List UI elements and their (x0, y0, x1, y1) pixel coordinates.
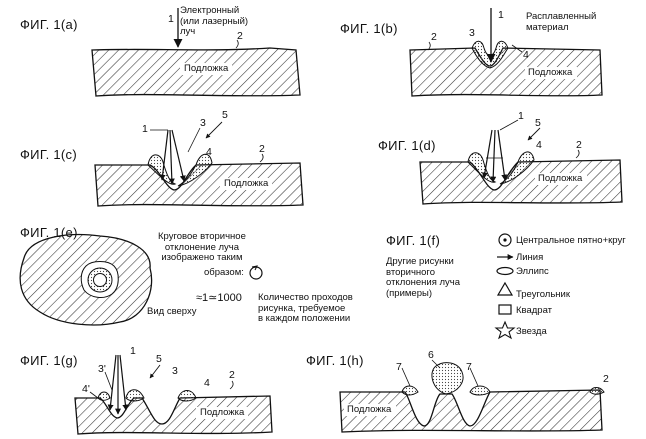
fig-e-deflection-note: Круговое вторичное отклонение луча изобр… (158, 232, 246, 264)
fig-h-molten-right (470, 386, 490, 395)
fig-g-ref-4p: 4' (82, 384, 90, 395)
legend-line: Линия (516, 252, 543, 263)
fig-b-ref-molten: 3 (469, 28, 475, 39)
legend-square: Квадрат (516, 305, 552, 316)
square-icon (499, 305, 511, 314)
legend-ellipse: Эллипс (516, 266, 549, 277)
star-icon (496, 322, 514, 338)
fig-f-legend-icons (496, 234, 514, 338)
fig-g-ref-5: 5 (156, 354, 162, 365)
fig-a-substrate-label: Подложка (184, 64, 228, 74)
fig-g-molten-2 (126, 390, 144, 401)
fig-c-substrate-label: Подложка (224, 179, 268, 189)
fig-c-ref-beam: 1 (142, 124, 148, 135)
fig-d-drawing (420, 120, 622, 204)
fig-f-title: ФИГ. 1(f) (386, 234, 440, 248)
fig-c-ref-substrate: 2 (259, 144, 265, 155)
fig-b-ref-substrate: 2 (431, 32, 437, 43)
fig-h-molten-right-2 (590, 388, 604, 395)
fig-g-substrate-label: Подложка (200, 408, 244, 418)
fig-b-substrate-label: Подложка (528, 68, 572, 78)
fig-h-ref-6: 6 (428, 350, 434, 361)
legend-triangle: Треугольник (516, 289, 570, 300)
legend-star: Звезда (516, 326, 547, 337)
fig-b-molten-note: Расплавленный материал (526, 12, 596, 33)
fig-d-ref-5: 5 (535, 118, 541, 129)
fig-c-ref-3: 3 (200, 118, 206, 129)
fig-g-ref-3: 3 (172, 366, 178, 377)
fig-e-title: ФИГ. 1(e) (20, 226, 78, 240)
fig-g-molten-3 (178, 391, 196, 402)
fig-e-repeat-note: Количество проходов рисунка, требуемое в… (258, 293, 353, 325)
fig-c-ref-5: 5 (222, 110, 228, 121)
fig-h-molten-left (402, 386, 418, 395)
fig-g-molten-1 (98, 392, 110, 400)
triangle-icon (498, 283, 512, 295)
fig-h-ref-7-left: 7 (396, 362, 402, 373)
fig-a-title: ФИГ. 1(a) (20, 18, 78, 32)
fig-h-molten-drop (432, 363, 463, 394)
legend-central-spot-circle: Центральное пятно+круг (516, 235, 626, 246)
fig-g-ref-4: 4 (204, 378, 210, 389)
fig-c-ref-4: 4 (206, 147, 212, 158)
fig-c-title: ФИГ. 1(c) (20, 148, 77, 162)
fig-h-substrate-label: Подложка (347, 405, 391, 415)
fig-b-ref-4: 4 (523, 50, 529, 61)
fig-g-ref-substrate: 2 (229, 370, 235, 381)
fig-f-other-note: Другие рисунки вторичного отклонения луч… (386, 257, 460, 300)
fig-d-ref-4: 4 (536, 140, 542, 151)
fig-h-title: ФИГ. 1(h) (306, 354, 364, 368)
fig-e-repeat-range: ≈1≃1000 (196, 293, 242, 305)
fig-d-substrate-label: Подложка (538, 174, 582, 184)
fig-g-title: ФИГ. 1(g) (20, 354, 78, 368)
fig-g-ref-3p: 3' (98, 364, 106, 375)
fig-d-title: ФИГ. 1(d) (378, 139, 436, 153)
fig-d-ref-substrate: 2 (576, 140, 582, 151)
fig-d-ref-beam: 1 (518, 111, 524, 122)
fig-b-title: ФИГ. 1(b) (340, 22, 398, 36)
fig-a-ref-beam: 1 (168, 14, 174, 25)
fig-c-drawing (95, 122, 303, 206)
fig-e-view-label: Вид сверху (147, 307, 196, 317)
fig-a-ref-substrate: 2 (237, 31, 243, 42)
fig-g-ref-beam: 1 (130, 346, 136, 357)
fig-e-deflection-tail: образом: (204, 268, 244, 278)
ellipse-icon (497, 268, 513, 275)
fig-b-ref-beam: 1 (498, 10, 504, 21)
fig-h-ref-7-right: 7 (466, 362, 472, 373)
fig-h-drawing (340, 360, 604, 432)
fig-h-ref-substrate: 2 (603, 374, 609, 385)
